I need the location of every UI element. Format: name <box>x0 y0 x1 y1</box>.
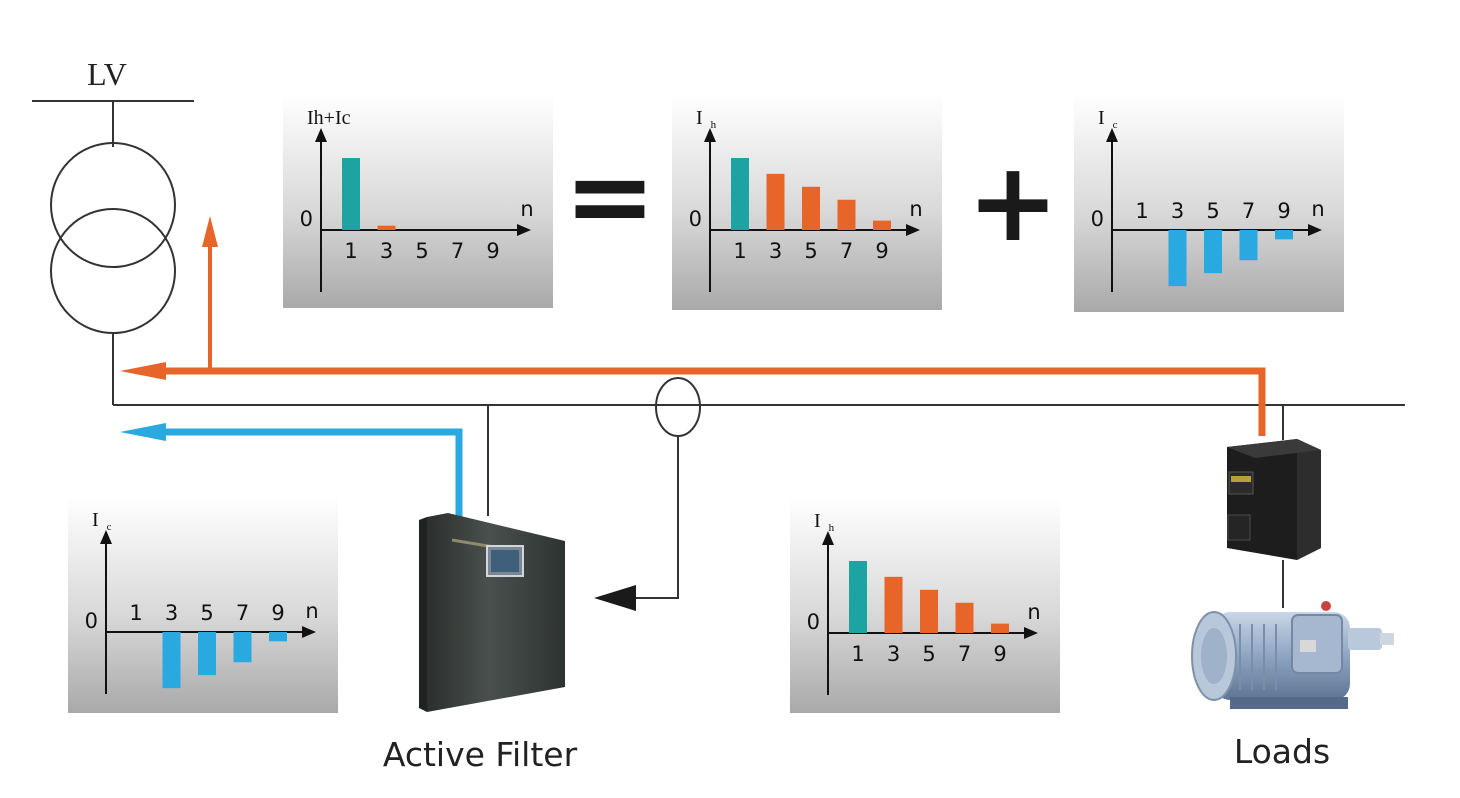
tick-label-1: 1 <box>344 239 357 263</box>
bar-5 <box>802 186 820 230</box>
tick-label-1: 1 <box>851 642 864 666</box>
x-axis-label: n <box>520 197 533 221</box>
tick-label-5: 5 <box>1206 199 1219 223</box>
bar-5 <box>1204 230 1222 274</box>
origin-label: 0 <box>300 207 313 231</box>
chart-panel-background <box>68 496 338 713</box>
current-sensor-icon <box>655 377 701 437</box>
tick-label-7: 7 <box>236 601 249 625</box>
tick-label-9: 9 <box>271 601 284 625</box>
bar-7 <box>1239 230 1258 261</box>
tick-label-9: 9 <box>875 239 888 263</box>
tick-label-1: 1 <box>1135 199 1148 223</box>
tick-label-3: 3 <box>1171 199 1184 223</box>
x-axis-label: n <box>1311 197 1324 221</box>
x-axis-arrowhead <box>302 626 316 638</box>
supply-label: LV <box>87 56 127 92</box>
bar-1 <box>731 158 749 230</box>
x-axis-label: n <box>1027 600 1040 624</box>
tick-label-5: 5 <box>415 239 428 263</box>
harmonic-current-arrow <box>120 216 1266 436</box>
tick-label-7: 7 <box>451 239 464 263</box>
bar-3 <box>766 173 785 230</box>
y-axis-arrowhead <box>100 530 112 544</box>
origin-label: 0 <box>689 207 702 231</box>
x-axis-arrowhead <box>906 224 920 236</box>
drive-unit-icon <box>1227 439 1321 560</box>
tick-label-9: 9 <box>1277 199 1290 223</box>
x-axis-arrowhead <box>1024 627 1038 639</box>
active-filter-label: Active Filter <box>383 735 578 774</box>
y-axis-arrowhead <box>704 128 716 142</box>
origin-label: 0 <box>1091 207 1104 231</box>
bar-9 <box>1275 230 1293 240</box>
bar-5 <box>198 632 216 676</box>
loads-label: Loads <box>1234 732 1330 771</box>
tick-label-9: 9 <box>486 239 499 263</box>
y-axis-arrowhead <box>1106 128 1118 142</box>
main-bus-line <box>113 404 1405 608</box>
bar-1 <box>849 561 867 633</box>
bar-3 <box>1168 230 1187 287</box>
equals-sign: = <box>564 132 656 260</box>
chart-panel-background <box>1074 94 1344 312</box>
bar-7 <box>837 199 856 230</box>
tick-label-1: 1 <box>129 601 142 625</box>
bar-9 <box>269 632 287 642</box>
bar-7 <box>233 632 252 663</box>
y-axis-arrowhead <box>822 531 834 545</box>
chart-panel-background <box>283 94 553 308</box>
tick-label-3: 3 <box>380 239 393 263</box>
sensor-feedback-arrow <box>594 436 679 611</box>
tick-label-5: 5 <box>804 239 817 263</box>
y-axis-arrowhead <box>315 128 327 142</box>
tick-label-7: 7 <box>840 239 853 263</box>
tick-label-9: 9 <box>993 642 1006 666</box>
y-axis-label: Ih+Ic <box>307 107 351 129</box>
compensation-current-arrow <box>120 423 463 517</box>
origin-label: 0 <box>807 610 820 634</box>
bar-1 <box>342 158 360 230</box>
transformer-icon <box>32 100 194 405</box>
bar-3 <box>884 576 903 633</box>
bar-9 <box>873 220 891 230</box>
plus-sign: + <box>967 138 1059 266</box>
bar-3 <box>162 632 181 689</box>
tick-label-1: 1 <box>733 239 746 263</box>
tick-label-5: 5 <box>200 601 213 625</box>
tick-label-7: 7 <box>958 642 971 666</box>
bar-7 <box>955 602 974 633</box>
tick-label-3: 3 <box>887 642 900 666</box>
origin-label: 0 <box>85 609 98 633</box>
bar-5 <box>920 589 938 633</box>
bar-9 <box>991 623 1009 633</box>
x-axis-arrowhead <box>1308 224 1322 236</box>
tick-label-3: 3 <box>769 239 782 263</box>
x-axis-arrowhead <box>517 224 531 236</box>
x-axis-label: n <box>305 599 318 623</box>
active-filter-cabinet-icon <box>419 513 565 712</box>
tick-label-7: 7 <box>1242 199 1255 223</box>
motor-icon <box>1191 601 1394 709</box>
tick-label-5: 5 <box>922 642 935 666</box>
x-axis-label: n <box>909 197 922 221</box>
bar-3 <box>377 225 396 230</box>
tick-label-3: 3 <box>165 601 178 625</box>
